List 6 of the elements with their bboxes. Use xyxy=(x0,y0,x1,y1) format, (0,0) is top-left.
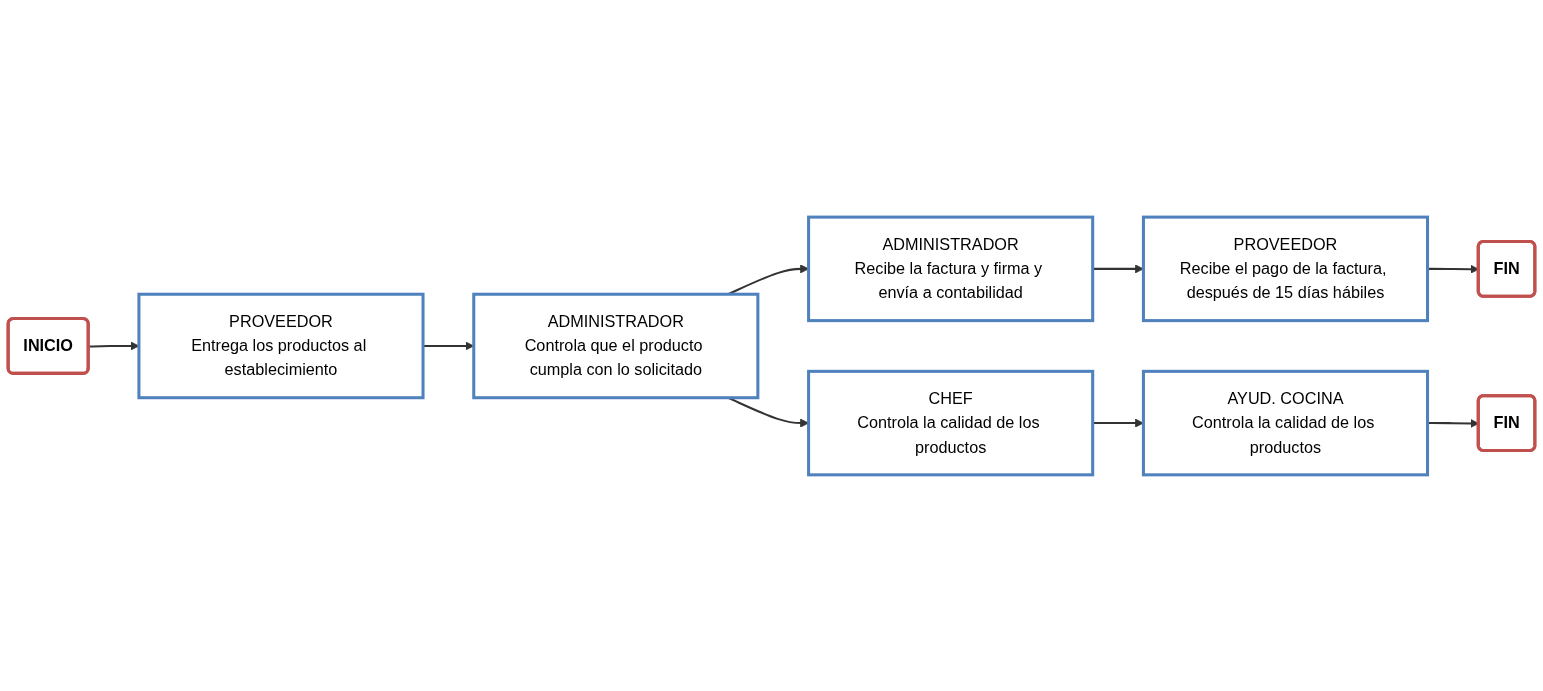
node-box: ADMINISTRADOR Recibe la factura y firma y envía a contabilidad xyxy=(807,215,1095,322)
node-box: CHEF Controla la calidad de los productos xyxy=(807,369,1095,476)
node-box: PROVEEDOR Entrega los productos al establecimiento xyxy=(137,292,425,399)
node-box: PROVEEDOR Recibe el pago de la factura, después de 15 días hábiles xyxy=(1141,215,1430,322)
node-box: ADMINISTRADOR Controla que el producto cumpla con lo solicitado xyxy=(472,292,760,399)
node-box: AYUD. COCINA Controla la calidad de los productos xyxy=(1141,369,1430,476)
